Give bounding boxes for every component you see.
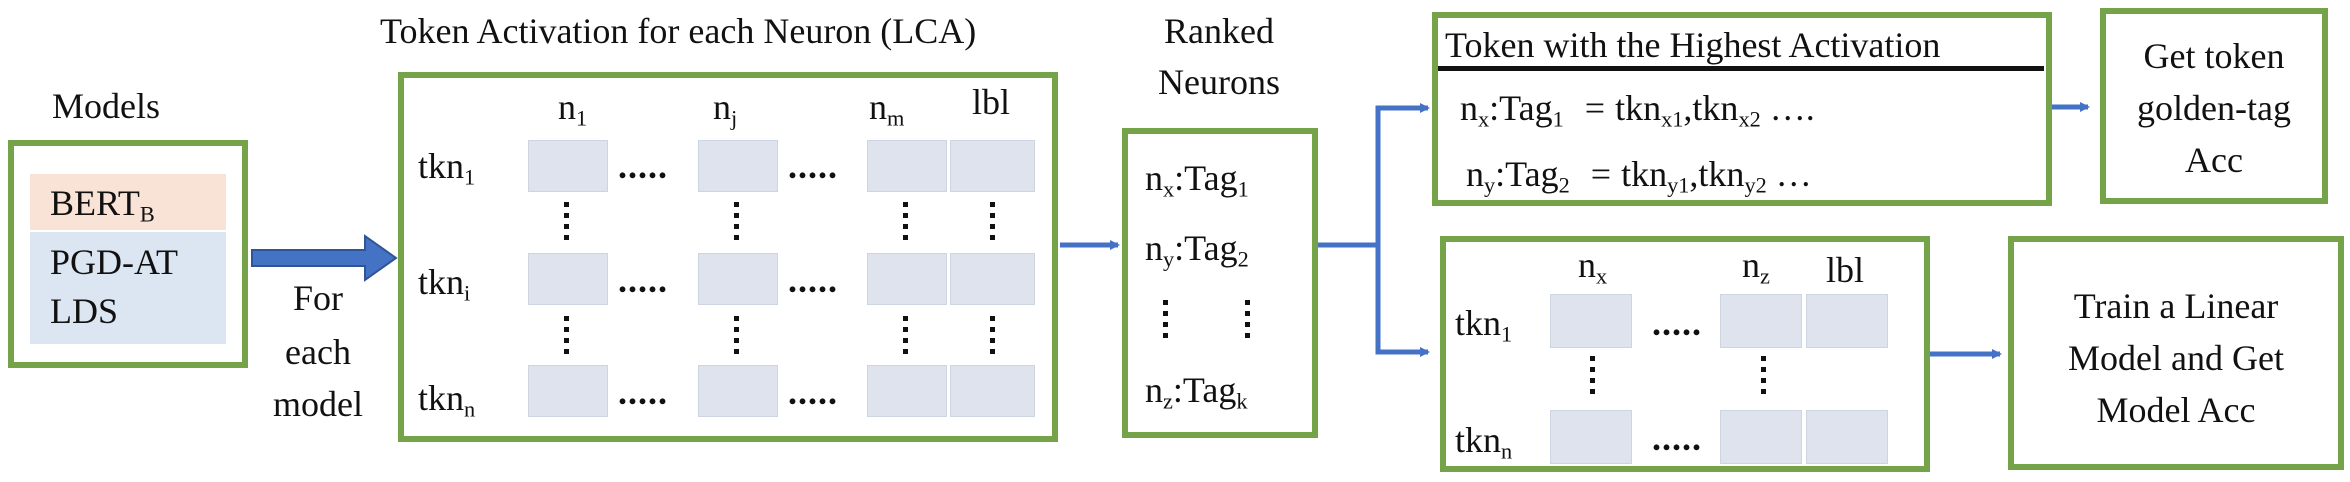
lca-cell	[528, 365, 608, 417]
for-each-line-3: model	[273, 384, 363, 424]
lca-cell	[867, 140, 947, 192]
small-row-label: tknn	[1455, 420, 1513, 464]
lca-col-header: nj	[713, 87, 738, 131]
lca-vdots	[903, 316, 909, 360]
lca-cell	[950, 365, 1035, 417]
lca-col-header: nm	[869, 87, 905, 131]
lca-vdots	[990, 316, 996, 360]
pgd-label: PGD-AT	[50, 242, 179, 282]
small-hdots: .....	[1652, 418, 1702, 458]
golden-box	[2100, 8, 2328, 204]
lca-cell	[950, 140, 1035, 192]
train-line-1: Train a Linear	[2073, 286, 2279, 326]
highest-line-2: ny:Tag2 =tkny1,tkny2 …	[1466, 154, 1812, 198]
lca-vdots	[564, 316, 570, 360]
lca-vdots	[903, 202, 909, 246]
small-col-header: nx	[1578, 245, 1608, 289]
arrow-ranked-highest	[1318, 103, 1430, 248]
train-box	[2008, 236, 2344, 470]
lca-vdots	[734, 316, 740, 360]
block-arrow	[251, 234, 398, 282]
lca-cell	[698, 140, 778, 192]
lca-hdots: .....	[788, 146, 838, 186]
small-cell	[1550, 410, 1632, 464]
lca-vdots	[564, 202, 570, 246]
lca-cell	[950, 253, 1035, 305]
lca-cell	[698, 253, 778, 305]
lca-cell	[528, 140, 608, 192]
ranked-box	[1122, 128, 1318, 438]
lca-row-label: tknn	[418, 378, 476, 422]
pgd-block: PGD-AT LDS	[30, 232, 226, 344]
lca-vdots	[734, 202, 740, 246]
small-vdots	[1761, 356, 1767, 400]
highest-title-rule	[1438, 66, 2044, 71]
small-col-header: nz	[1742, 245, 1770, 289]
lca-cell	[528, 253, 608, 305]
lca-hdots: .....	[788, 260, 838, 300]
train-line-3: Model Acc	[2096, 390, 2256, 430]
arrow-ranked-small	[1375, 245, 1430, 357]
small-cell	[1720, 410, 1802, 464]
bert-label: BERTB	[50, 183, 155, 227]
small-vdots	[1590, 356, 1596, 400]
lca-cell	[698, 365, 778, 417]
small-row-label: tkn1	[1455, 303, 1513, 347]
lca-row-label: tkn1	[418, 146, 476, 190]
lca-hdots: .....	[788, 372, 838, 412]
small-hdots: .....	[1652, 303, 1702, 343]
lds-label: LDS	[50, 291, 119, 331]
models-title: Models	[52, 86, 160, 126]
small-col-header: lbl	[1826, 250, 1865, 290]
lca-hdots: .....	[618, 146, 668, 186]
models-box: BERTB PGD-AT LDS	[8, 140, 248, 368]
lca-cell	[867, 365, 947, 417]
small-cell	[1806, 410, 1888, 464]
lca-hdots: .....	[618, 372, 668, 412]
ranked-item: nz:Tagk	[1145, 370, 1248, 414]
lca-vdots	[990, 202, 996, 246]
train-line-2: Model and Get	[2068, 338, 2284, 378]
ranked-item: nx:Tag1	[1145, 158, 1249, 202]
small-cell	[1550, 294, 1632, 348]
lca-hdots: .....	[618, 260, 668, 300]
lca-row-label: tkni	[418, 262, 471, 306]
for-each-line-2: each	[285, 332, 351, 372]
small-cell	[1806, 294, 1888, 348]
golden-line-3: Acc	[2185, 140, 2243, 180]
bert-block: BERTB	[30, 174, 226, 230]
highest-box	[1432, 12, 2052, 206]
ranked-title-line-1: Ranked	[1164, 11, 1274, 51]
ranked-vdots	[1245, 300, 1251, 344]
for-each-line-1: For	[292, 278, 343, 318]
golden-line-1: Get token	[2143, 36, 2285, 76]
ranked-item: ny:Tag2	[1145, 228, 1249, 272]
lca-col-header: lbl	[972, 82, 1011, 122]
lca-cell	[867, 253, 947, 305]
ranked-title-line-2: Neurons	[1158, 62, 1280, 102]
small-cell	[1720, 294, 1802, 348]
highest-line-1: nx:Tag1 =tknx1,tknx2 ….	[1460, 88, 1815, 132]
ranked-vdots	[1163, 300, 1169, 344]
lca-title: Token Activation for each Neuron (LCA)	[380, 11, 977, 51]
lca-col-header: n1	[558, 87, 588, 131]
highest-title: Token with the Highest Activation	[1445, 25, 1941, 65]
golden-line-2: golden-tag	[2137, 88, 2291, 128]
